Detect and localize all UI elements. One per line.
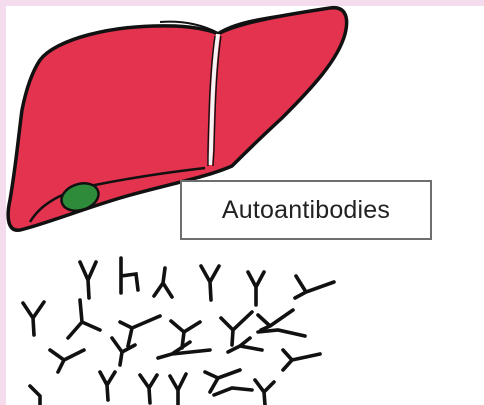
antibody-icon xyxy=(158,342,210,358)
antibody-icon xyxy=(201,266,219,300)
antibody-icon xyxy=(258,330,305,336)
autoantibodies-label-box: Autoantibodies xyxy=(180,180,432,240)
antibody-icon xyxy=(255,380,274,405)
antibody-icon xyxy=(121,258,138,293)
antibody-icon xyxy=(23,302,44,335)
antibody-icon xyxy=(248,272,264,305)
antibody-icon xyxy=(214,388,252,395)
antibody-icon xyxy=(30,386,40,405)
antibody-icon xyxy=(170,374,186,405)
antibody-icon xyxy=(283,350,320,370)
antibody-icon xyxy=(100,372,115,400)
antibody-cluster xyxy=(23,258,334,405)
autoantibodies-label: Autoantibodies xyxy=(222,196,390,225)
antibody-icon xyxy=(112,338,135,365)
antibody-icon xyxy=(80,262,96,298)
antibody-icon xyxy=(50,350,84,372)
antibody-icon xyxy=(258,310,293,330)
antibody-icon xyxy=(120,316,160,346)
antibody-icon xyxy=(295,276,334,298)
antibody-icon xyxy=(68,300,100,338)
antibody-icon xyxy=(154,268,172,297)
antibody-icon xyxy=(140,375,157,403)
